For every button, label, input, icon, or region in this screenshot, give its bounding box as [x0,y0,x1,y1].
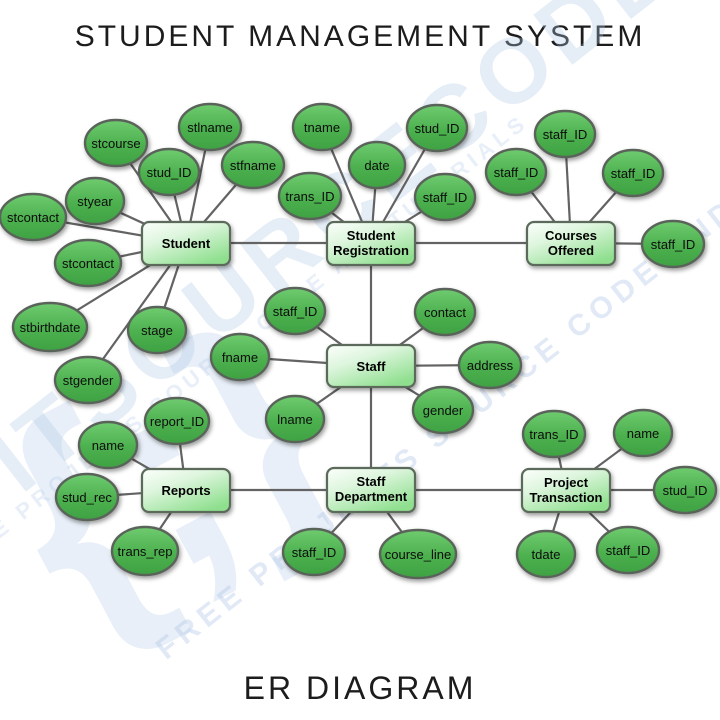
svg-text:styear: styear [77,194,113,209]
svg-text:name: name [627,426,660,441]
attribute-ellipse-trans-rep: trans_rep [110,525,180,577]
entity-staff-department: Staff Department [325,466,417,514]
svg-text:Registration: Registration [333,243,409,258]
svg-text:trans_rep: trans_rep [118,544,173,559]
attribute-ellipse-stgender: stgender [53,355,123,405]
attribute-ellipse-stud-id: stud_ID [405,103,469,153]
entity-project-transaction: Project Transaction [520,467,612,514]
svg-text:staff_ID: staff_ID [611,166,656,181]
svg-text:address: address [467,358,514,373]
svg-text:staff_ID: staff_ID [273,304,318,319]
attribute-ellipse-staff-id: staff_ID [640,219,706,269]
attribute-ellipse-stage: stage [126,305,188,355]
svg-text:stud_ID: stud_ID [415,121,460,136]
attribute-ellipse-stud-id: stud_ID [652,465,718,515]
svg-text:stbirthdate: stbirthdate [20,320,81,335]
attribute-ellipse-tname: tname [291,102,353,152]
attribute-ellipse-staff-id: staff_ID [595,525,661,575]
svg-text:lname: lname [277,412,312,427]
svg-text:name: name [92,438,125,453]
attribute-ellipse-staff-id: staff_ID [484,147,548,197]
svg-text:staff_ID: staff_ID [651,237,696,252]
svg-text:gender: gender [423,403,464,418]
svg-text:tname: tname [304,120,340,135]
entity-staff: Staff [325,343,417,389]
svg-text:Offered: Offered [548,243,594,258]
svg-text:stage: stage [141,323,173,338]
svg-text:stud_ID: stud_ID [147,165,192,180]
svg-text:staff_ID: staff_ID [292,545,337,560]
diagram-footer-label: ER DIAGRAM [243,670,477,706]
attribute-ellipse-trans-id: trans_ID [521,409,587,459]
attribute-ellipse-name: name [612,408,674,458]
attribute-ellipse-gender: gender [411,385,475,435]
svg-text:Staff: Staff [357,359,387,374]
attribute-ellipse-lname: lname [264,394,326,444]
svg-text:stcontact: stcontact [7,210,59,225]
attribute-ellipse-stud-id: stud_ID [137,147,201,197]
attribute-ellipse-fname: fname [209,332,271,382]
attribute-ellipse-styear: styear [64,176,126,226]
svg-text:staff_ID: staff_ID [606,543,651,558]
attribute-ellipse-staff-id: staff_ID [263,286,327,336]
attribute-ellipse-contact: contact [413,287,477,337]
attribute-ellipse-stcontact: stcontact [0,192,68,242]
attribute-ellipse-stud-rec: stud_rec [54,472,120,522]
entity-boxes: Student Student Registration Courses Off… [140,220,617,514]
attribute-ellipse-course-line: course_line [378,528,458,580]
page-title: STUDENT MANAGEMENT SYSTEM [74,20,646,54]
svg-text:Student: Student [347,228,396,243]
attribute-ellipse-stlname: stlname [177,102,243,152]
attribute-ellipse-tdate: tdate [515,529,577,579]
svg-text:Staff: Staff [357,474,387,489]
entity-courses-offered: Courses Offered [525,220,617,267]
svg-text:course_line: course_line [385,547,452,562]
attribute-ellipses: stcourse stlname stud_ID stfname styear … [0,102,718,580]
svg-text:Courses: Courses [545,228,597,243]
svg-text:stud_rec: stud_rec [62,490,112,505]
attribute-ellipse-staff-id: staff_ID [413,172,477,222]
svg-text:stcourse: stcourse [91,136,140,151]
attribute-ellipse-stfname: stfname [220,140,286,190]
svg-text:stfname: stfname [230,158,276,173]
svg-text:staff_ID: staff_ID [494,165,539,180]
attribute-ellipse-staff-id: staff_ID [533,109,597,159]
svg-text:Student: Student [162,236,211,251]
entity-reports: Reports [140,467,232,514]
svg-text:staff_ID: staff_ID [543,127,588,142]
svg-text:stlname: stlname [187,120,233,135]
svg-text:fname: fname [222,350,258,365]
attribute-ellipse-stbirthdate: stbirthdate [11,301,89,353]
svg-text:Transaction: Transaction [530,490,603,505]
svg-text:staff_ID: staff_ID [423,190,468,205]
attribute-ellipse-trans-id: trans_ID [277,171,343,221]
attribute-ellipse-report-id: report_ID [143,396,211,446]
svg-text:stgender: stgender [63,373,114,388]
svg-text:date: date [364,158,389,173]
svg-text:stcontact: stcontact [62,256,114,271]
svg-text:Department: Department [335,489,408,504]
entity-student: Student [140,220,232,267]
svg-text:trans_ID: trans_ID [529,427,578,442]
svg-text:contact: contact [424,305,466,320]
svg-text:trans_ID: trans_ID [285,189,334,204]
attribute-ellipse-name: name [77,420,139,470]
svg-text:stud_ID: stud_ID [663,483,708,498]
svg-text:Reports: Reports [161,483,210,498]
attribute-ellipse-stcourse: stcourse [83,118,149,168]
svg-text:tdate: tdate [532,547,561,562]
svg-text:report_ID: report_ID [150,414,204,429]
attribute-ellipse-staff-id: staff_ID [281,527,347,577]
attribute-ellipse-staff-id: staff_ID [601,148,665,198]
attribute-ellipse-stcontact: stcontact [53,238,123,288]
svg-text:Project: Project [544,475,589,490]
attribute-ellipse-date: date [347,140,407,190]
attribute-ellipse-address: address [457,340,523,390]
entity-student-registration: Student Registration [325,220,417,267]
